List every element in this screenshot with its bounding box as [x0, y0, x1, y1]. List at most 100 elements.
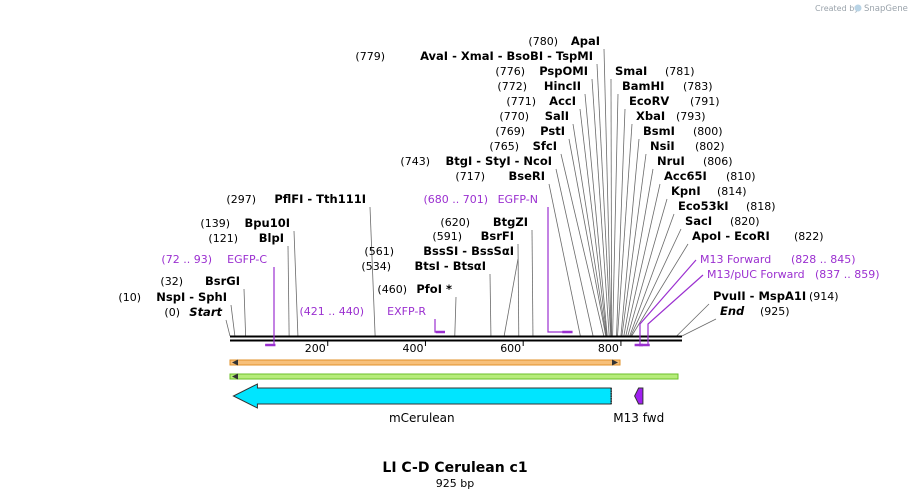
site-name: ApoI - EcoRI: [692, 229, 770, 243]
site-position: (800): [693, 125, 723, 138]
site-position: (793): [676, 110, 706, 123]
site-position: (818): [746, 200, 776, 213]
site-name: BlpI: [259, 231, 284, 245]
site-pflfi-tth111i[interactable]: PflFI - Tth111I(297): [226, 192, 366, 206]
site-sali[interactable]: SalI(770): [499, 109, 569, 123]
site-smai[interactable]: SmaI(781): [615, 64, 695, 78]
site-bsrgi[interactable]: BsrGI(32): [160, 274, 240, 288]
primer-exfp-r[interactable]: EXFP-R(421 .. 440): [299, 305, 446, 334]
primer-name: EGFP-C: [227, 253, 267, 266]
orange-bar-right-arrow-icon: [612, 359, 618, 366]
site-name: BtgZI: [493, 215, 528, 229]
primer-egfp-n[interactable]: EGFP-N(680 .. 701): [423, 193, 573, 334]
site-name: AvaI - XmaI - BsoBI - TspMI: [420, 49, 593, 63]
created-by-label: Created by: [815, 4, 859, 13]
site-leader-line: [596, 63, 612, 337]
site-position: (772): [497, 80, 527, 93]
site-name: BseRI: [508, 169, 545, 183]
site-blpi[interactable]: BlpI(121): [208, 231, 284, 245]
site-name: BtgI - StyI - NcoI: [445, 154, 552, 168]
scale-tick-label: 400: [402, 342, 423, 355]
site-bseri[interactable]: BseRI (717): [455, 169, 545, 183]
site-position: (802): [695, 140, 725, 153]
primer-m13-forward[interactable]: M13 Forward(828 .. 845): [634, 253, 856, 347]
primer-m13-puc-forward[interactable]: M13/pUC Forward(837 .. 859): [638, 268, 880, 347]
site-position: (591): [432, 230, 462, 243]
site-bsrfi[interactable]: BsrFI(591): [432, 229, 514, 243]
site-bsmi[interactable]: BsmI (800): [643, 124, 723, 138]
snapgene-logo-icon: [854, 4, 862, 12]
site-position: (10): [118, 291, 141, 304]
site-pvuii-mspa1i[interactable]: PvuII - MspA1I(914): [713, 289, 839, 303]
primer-name: M13/pUC Forward: [707, 268, 805, 281]
site-position: (770): [499, 110, 529, 123]
site-pfoi[interactable]: PfoI *(460): [377, 282, 452, 296]
site-hincii[interactable]: HincII(772): [497, 79, 581, 93]
green-annotation-bar: [229, 373, 679, 380]
primers: EGFP-C(72 .. 93) EXFP-R(421 .. 440)EGFP-N…: [161, 193, 880, 347]
site-xbai[interactable]: XbaI(793): [636, 109, 706, 123]
site-name: PfoI *: [416, 282, 452, 296]
site-position: (783): [683, 80, 713, 93]
site-btsi-bts-i[interactable]: BtsI - BtsαI(534): [361, 259, 486, 273]
site-eco53ki[interactable]: Eco53kI(818): [678, 199, 776, 213]
site-psti[interactable]: PstI(769): [495, 124, 565, 138]
primer-leader: [434, 319, 446, 333]
primer-egfp-c[interactable]: EGFP-C(72 .. 93): [161, 253, 276, 347]
site-position: (822): [794, 230, 824, 243]
site-position: (32): [160, 275, 183, 288]
site-acci[interactable]: AccI(771): [506, 94, 576, 108]
site-btgzi[interactable]: BtgZI(620): [440, 215, 528, 229]
site-leader-line: [631, 243, 689, 337]
site-leader-line: [676, 303, 710, 337]
feature-m13-fwd[interactable]: M13 fwd: [613, 387, 664, 425]
site-leader-line: [621, 153, 647, 337]
site-saci[interactable]: SacI(820): [685, 214, 760, 228]
site-sfci[interactable]: SfcI(765): [489, 139, 557, 153]
site-leader-line: [625, 183, 661, 337]
site-nsii[interactable]: NsiI (802): [650, 139, 725, 153]
site-position: (717): [455, 170, 485, 183]
scale-tick-label: 200: [305, 342, 326, 355]
primer-range: (421 .. 440): [299, 305, 364, 318]
site-start[interactable]: Start(0): [164, 305, 222, 319]
orange-annotation-bar: [229, 359, 621, 366]
site-apoi-ecori[interactable]: ApoI - EcoRI (822): [692, 229, 824, 243]
site-name: PflFI - Tth111I: [274, 192, 366, 206]
site-avai-xmai-bsobi-tspmi[interactable]: AvaI - XmaI - BsoBI - TspMI(779): [355, 49, 593, 63]
site-ecorv[interactable]: EcoRV(791): [629, 94, 720, 108]
site-position: (914): [809, 290, 839, 303]
site-kpni[interactable]: KpnI(814): [671, 184, 747, 198]
green-bar-left-arrow-icon: [232, 373, 238, 380]
site-name: BtsI - BtsαI: [415, 259, 486, 273]
site-position: (0): [164, 306, 180, 319]
site-leader-line: [560, 153, 605, 337]
site-name: BssSI - BssSαI: [423, 244, 514, 258]
site-bsssi-bsss-i[interactable]: BssSI - BssSαI(561): [364, 244, 514, 258]
site-position: (743): [400, 155, 430, 168]
site-leader-line: [579, 108, 608, 337]
site-nrui[interactable]: NruI(806): [657, 154, 733, 168]
site-name: AccI: [549, 94, 576, 108]
site-name: BsmI: [643, 124, 675, 138]
feature-mcerulean[interactable]: mCerulean: [232, 383, 612, 425]
primer-leader: [647, 274, 704, 345]
site-bpu10i[interactable]: Bpu10I(139): [200, 216, 290, 230]
site-btgi-styi-ncoi[interactable]: BtgI - StyI - NcoI (743): [400, 154, 552, 168]
site-end[interactable]: End(925): [720, 304, 790, 318]
map-title: LI C-D Cerulean c1: [382, 460, 527, 476]
site-nspi-sphi[interactable]: NspI - SphI(10): [118, 290, 227, 304]
site-position: (810): [726, 170, 756, 183]
site-position: (925): [760, 305, 790, 318]
site-pspomi[interactable]: PspOMI(776): [495, 64, 588, 78]
site-name: SfcI: [533, 139, 557, 153]
site-leader-line: [584, 93, 608, 337]
site-position: (780): [528, 35, 558, 48]
feature-label: M13 fwd: [613, 411, 664, 425]
primer-name: M13 Forward: [700, 253, 771, 266]
site-bamhi[interactable]: BamHI(783): [622, 79, 713, 93]
site-position: (139): [200, 217, 230, 230]
site-name: NsiI: [650, 139, 675, 153]
site-acc65i[interactable]: Acc65I(810): [664, 169, 756, 183]
site-apai[interactable]: ApaI(780): [528, 34, 600, 48]
